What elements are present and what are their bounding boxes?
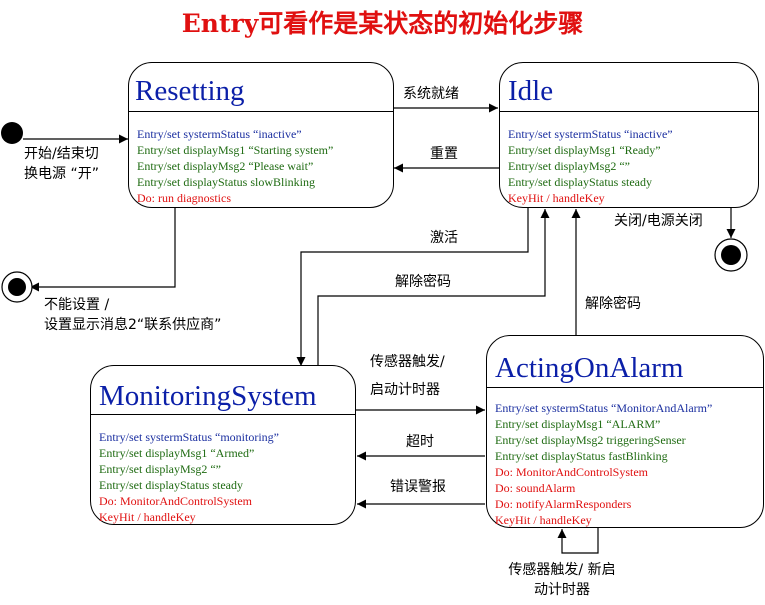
label-line: 启动计时器 [370,382,440,398]
state-acting-on-alarm-body: Entry/set systermStatus “MonitorAndAlarm… [495,400,712,528]
state-action-line: KeyHit / handleKey [99,510,196,524]
state-monitoring-system-body: Entry/set systermStatus “monitoring” Entr… [99,429,279,525]
state-action-line: KeyHit / handleKey [495,513,592,527]
label-disarm-alarm: 解除密码 [585,296,641,312]
label-wrong-alarm: 错误警报 [390,479,446,495]
label-reset: 重置 [430,146,458,162]
transition-activate [296,207,529,366]
state-idle-body: Entry/set systermStatus “inactive” Entry/… [508,126,673,206]
state-idle-name: Idle [508,75,554,107]
state-action-line: Entry/set displayStatus steady [99,478,243,492]
state-action-line: Entry/set displayMsg1 “Starting system” [137,143,334,157]
label-disarm-monitor: 解除密码 [395,274,451,290]
label-line: 传感器触发/ 新启 [508,562,616,578]
state-action-line: Entry/set displayMsg1 “ALARM” [495,417,661,431]
state-acting-on-alarm-name: ActingOnAlarm [495,352,684,384]
state-action-line: Entry/set displayMsg1 “Armed” [99,446,255,460]
transition-cannot-set [30,207,176,292]
state-action-line: Entry/set displayMsg2 “” [508,159,630,173]
transition-sensor-restart [557,527,599,554]
state-resetting: Resetting Entry/set systermStatus “inact… [128,62,394,208]
label-line: 不能设置 / [44,297,110,313]
label-line: 设置显示消息2“联系供应商” [44,317,222,333]
state-action-line: KeyHit / handleKey [508,191,605,205]
state-action-line: Entry/set displayMsg2 “” [99,462,221,476]
state-action-line: Entry/set displayMsg1 “Ready” [508,143,661,157]
state-resetting-divider [129,111,393,112]
state-monitoring-system-name: MonitoringSystem [99,380,317,412]
state-action-line: Entry/set systermStatus “inactive” [137,127,302,141]
state-action-line: Entry/set systermStatus “inactive” [508,127,673,141]
state-acting-on-alarm-divider [487,387,763,388]
state-action-line: Do: MonitorAndControlSystem [495,465,649,479]
label-cannot-set: 不能设置 / 设置显示消息2“联系供应商” [44,295,221,335]
label-activate: 激活 [430,230,458,246]
state-acting-on-alarm: ActingOnAlarm Entry/set systermStatus “M… [486,335,764,528]
initial-node [1,122,23,144]
label-line: 动计时器 [534,582,590,598]
state-action-line: Do: notifyAlarmResponders [495,497,632,511]
state-idle: Idle Entry/set systermStatus “inactive”E… [499,62,759,208]
label-timeout: 超时 [406,434,434,450]
state-action-line: Do: MonitorAndControlSystem [99,494,253,508]
label-line: 换电源 “开” [24,166,99,182]
state-action-line: Do: soundAlarm [495,481,576,495]
label-system-ready: 系统就绪 [403,86,459,102]
state-action-line: Entry/set displayMsg2 triggeringSenser [495,433,686,447]
label-line: 传感器触发/ [370,354,445,370]
state-action-line: Entry/set displayMsg2 “Please wait” [137,159,314,173]
label-start: 开始/结束切换电源 “开” [24,144,99,184]
transition-disarm-monitor [317,209,550,366]
label-sensor-trigger: 传感器触发/启动计时器 [370,348,445,404]
state-resetting-name: Resetting [135,75,245,107]
diagram-title: Entry可看作是某状态的初始化步骤 [181,9,584,38]
state-monitoring-system: MonitoringSystem Entry/set systermStatus… [90,365,356,525]
state-action-line: Entry/set displayStatus slowBlinking [137,175,316,189]
state-action-line: Entry/set systermStatus “MonitorAndAlarm… [495,401,713,415]
label-line: 开始/结束切 [24,146,99,162]
state-idle-divider [500,111,758,112]
state-action-line: Entry/set systermStatus “monitoring” [99,430,279,444]
final-node-right-core [721,245,741,265]
state-action-line: Entry/set displayStatus fastBlinking [495,449,668,463]
state-resetting-body: Entry/set systermStatus “inactive” Entry/… [137,126,333,206]
state-action-line: Entry/set displayStatus steady [508,175,652,189]
state-monitoring-system-divider [91,414,355,415]
final-node-left-core [8,278,26,296]
label-power-off: 关闭/电源关闭 [614,213,703,229]
label-sensor-restart: 传感器触发/ 新启动计时器 [498,560,626,600]
state-action-line: Do: run diagnostics [137,191,231,205]
